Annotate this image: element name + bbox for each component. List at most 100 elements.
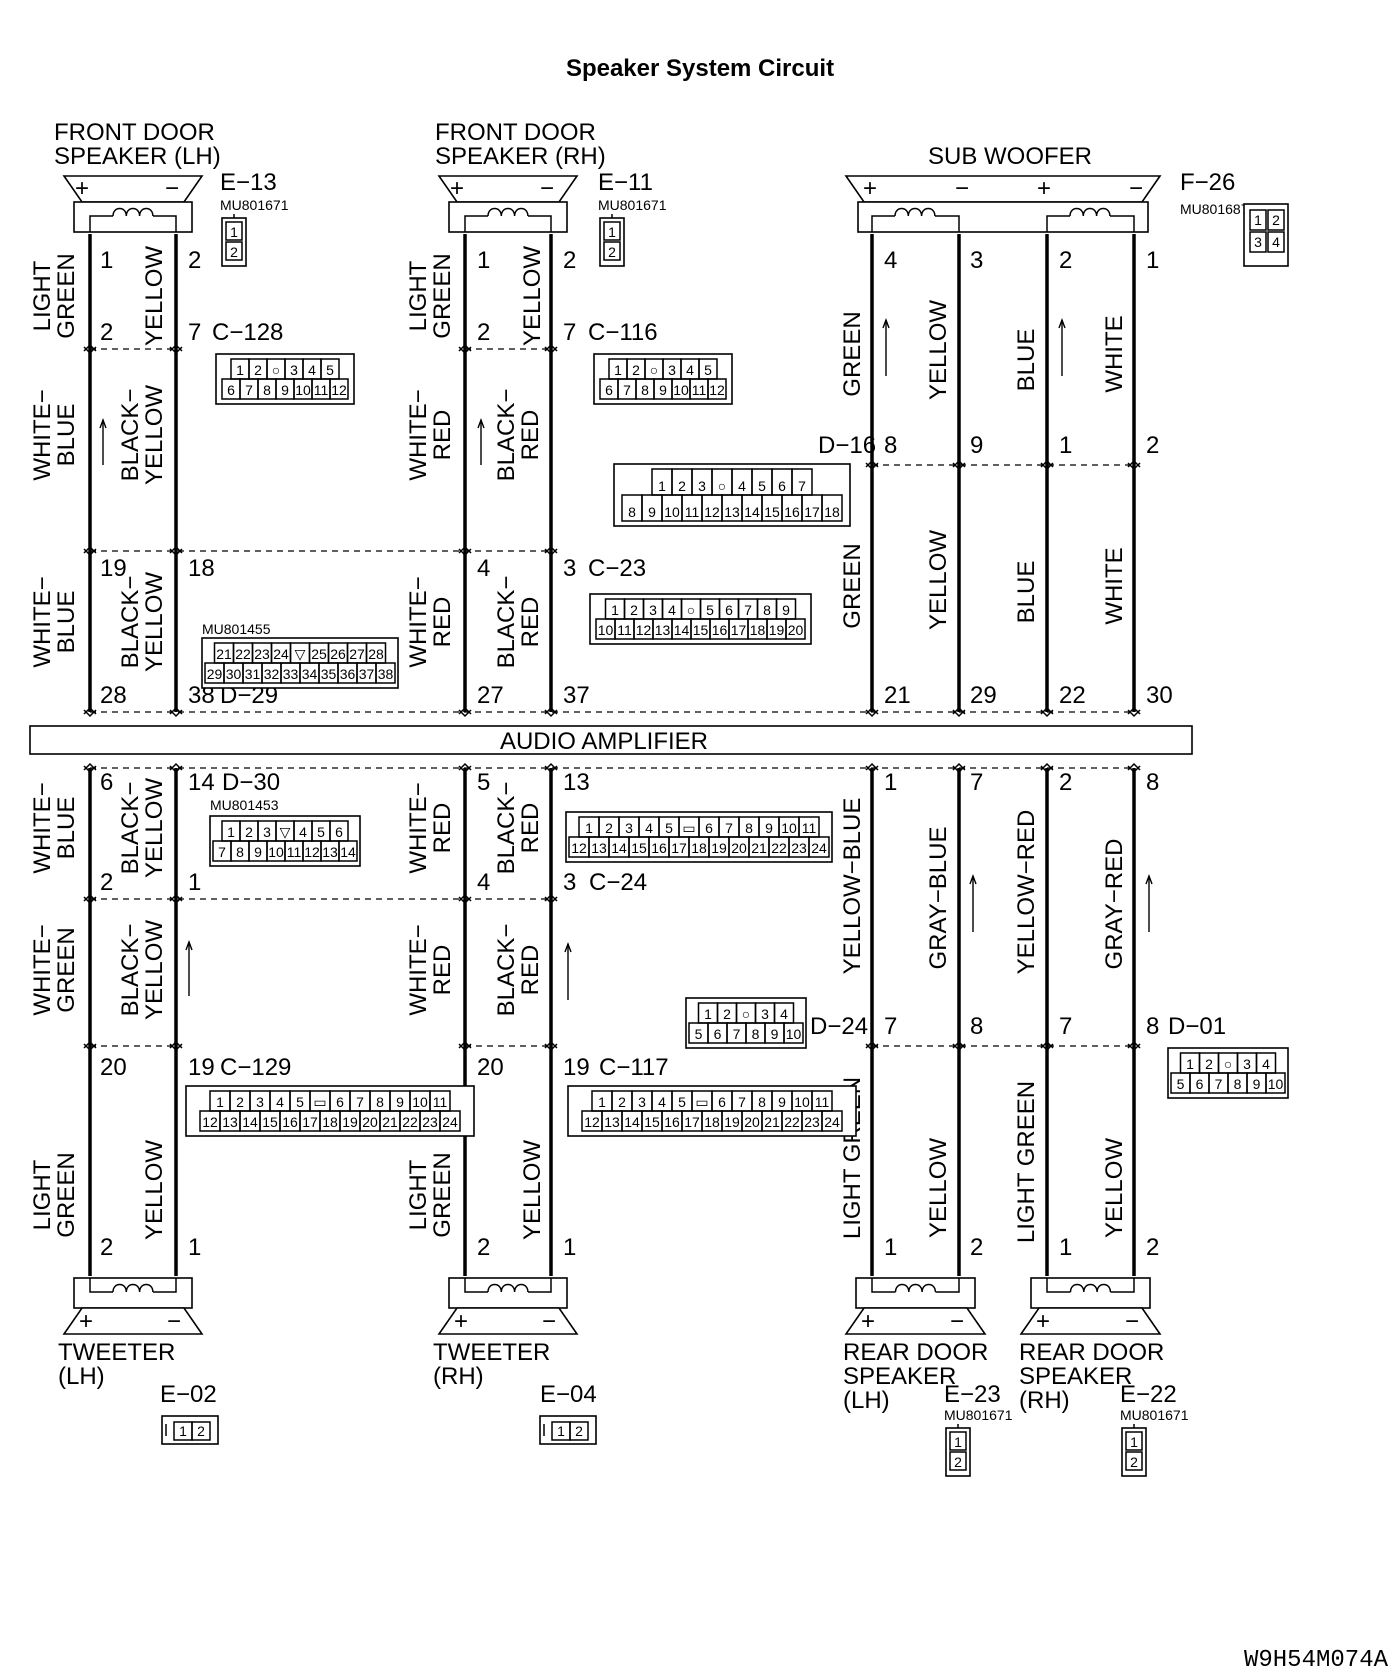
connector-c23-cell-label-1-3: 13 (655, 622, 671, 638)
connector-c117-cell-label-1-5: 17 (684, 1114, 700, 1130)
tweeter-rh-body (448, 1277, 568, 1309)
front-lh-speaker-lead-b (153, 215, 177, 232)
rh-bottom-pin-0: 5 (477, 769, 490, 796)
connector-c24-cell-label-0-7: 7 (725, 820, 733, 836)
lh-bottom-pin-3: 1 (188, 869, 201, 896)
connector-c117-cell-label-0-2: 3 (638, 1094, 646, 1110)
connector-c117-cell-label-1-3: 15 (644, 1114, 660, 1130)
lh-bottom-pin-0: 6 (100, 769, 113, 796)
wire-label-lh-top-0-0: LIGHT (29, 260, 56, 331)
connector-c23-cell-label-1-2: 12 (636, 622, 652, 638)
sub-top-pin-8: 21 (884, 682, 911, 709)
connector-d29-part-number: MU801455 (202, 621, 271, 637)
connector-d24-cell-label-1-5: 10 (786, 1026, 802, 1042)
rear-bottom-pin-3: 8 (1146, 769, 1159, 796)
lh-top-pin-4: 19 (100, 555, 127, 582)
sub-woofer-minus-sign-3: − (1129, 175, 1143, 202)
rear-bottom-pin-9: 2 (970, 1234, 983, 1261)
connector-e23-cell-1 (949, 1451, 967, 1471)
connector-d29-cell-label-0-5: 25 (311, 646, 327, 662)
connector-e04-cell-1 (569, 1421, 589, 1441)
wire-mark-down-1-0 (458, 346, 472, 355)
connector-d29-cell-1-9 (375, 662, 396, 684)
wire-mark-down-5-1 (169, 765, 183, 774)
wire-label-rh-top-2-1: RED (429, 410, 456, 461)
connector-c117-cell-label-1-2: 14 (624, 1114, 640, 1130)
connector-d01-cell-label-1-1: 6 (1196, 1076, 1204, 1092)
connector-c116-cell-label-1-3: 9 (659, 382, 667, 398)
connector-d29-cell-label-0-1: 22 (235, 646, 251, 662)
wire-mark-down-3-0 (865, 462, 879, 471)
connector-c116-cell-label-0-4: 4 (686, 362, 694, 378)
connector-d16-cell-label-0-7: 7 (798, 478, 806, 494)
wire-mark-down-1-1 (544, 346, 558, 355)
connector-c128-cell-1-6 (329, 378, 349, 400)
connector-c23-cell-1-10 (785, 618, 806, 640)
connector-c24-cell-label-0-10: 10 (781, 820, 797, 836)
lh-top-pin-2: 2 (100, 319, 113, 346)
connector-f26-part-number: MU801687 (1180, 201, 1249, 217)
connector-e22-cell-1 (1125, 1451, 1143, 1471)
connector-e23-part-number: MU801671 (944, 1407, 1013, 1423)
front-lh-speaker-label-line-0: FRONT DOOR (54, 119, 215, 146)
connector-c117-cell-label-1-12: 24 (824, 1114, 840, 1130)
connector-f26-cell-label-1: 2 (1272, 212, 1280, 228)
connector-d24-cell-label-1-3: 8 (752, 1026, 760, 1042)
connector-e02-cell-label-0: 1 (179, 1423, 187, 1439)
connector-c116-cell-label-0-1: 2 (632, 362, 640, 378)
current-arrow-sub-2-head (1058, 318, 1066, 329)
wire-label-sub-3-0: WHITE (1101, 315, 1128, 392)
sub-top-pin-9: 29 (970, 682, 997, 709)
front-lh-speaker-lead-a (89, 215, 113, 232)
connector-d16-cell-label-1-9: 17 (804, 504, 820, 520)
lh-top-pin-0: 1 (100, 247, 113, 274)
connector-c129-cell-label-0-6: 6 (336, 1094, 344, 1110)
wire-mark-down-4-3 (544, 709, 558, 718)
wire-mark-down-5-3 (544, 765, 558, 774)
connector-c129-cell-label-1-5: 17 (302, 1114, 318, 1130)
connector-d16-cell-label-0-2: 3 (698, 478, 706, 494)
connector-c116-cell-label-1-4: 10 (673, 382, 689, 398)
connector-f26-cell-2 (1249, 231, 1267, 253)
sub-woofer-lead-c (1046, 215, 1070, 232)
connector-d16-cell-label-0-4: 4 (738, 478, 746, 494)
lh-top-pin-1: 2 (188, 247, 201, 274)
connector-d16-cell-label-1-2: 10 (664, 504, 680, 520)
connector-e22-cell-label-0: 1 (1130, 1434, 1138, 1450)
connector-d24-name: D−24 (810, 1013, 868, 1040)
wire-mark-down-6-2 (458, 896, 472, 905)
wire-label-lh-bottom-4-0: LIGHT (29, 1159, 56, 1230)
connector-d30-cell-label-1-1: 8 (236, 844, 244, 860)
front-rh-speaker-plus-sign: + (450, 175, 464, 202)
connector-c129-cell-label-1-10: 22 (402, 1114, 418, 1130)
connector-c24-cell-label-1-1: 13 (591, 840, 607, 856)
connector-d29-cell-label-1-3: 32 (264, 666, 280, 682)
connector-c116-cell-label-0-5: 5 (704, 362, 712, 378)
connector-c117-cell-label-0-6: 6 (718, 1094, 726, 1110)
connector-c23-cell-label-1-8: 18 (750, 622, 766, 638)
connector-c116-cell-label-0-0: 1 (614, 362, 622, 378)
connector-c116-cell-label-0-3: 3 (668, 362, 676, 378)
rh-bottom-pin-1: 13 (563, 769, 590, 796)
tweeter-rh-lead-a (464, 1278, 488, 1293)
rh-bottom-pin-7: 1 (563, 1234, 576, 1261)
connector-d24-cell-label-1-0: 5 (695, 1026, 703, 1042)
connector-d24-cell-label-0-0: 1 (704, 1006, 712, 1022)
connector-e13-cell-0 (225, 221, 243, 241)
connector-c24-cell-label-1-2: 14 (611, 840, 627, 856)
connector-d29-cell-label-1-8: 37 (359, 666, 375, 682)
connector-c116-cell-label-1-6: 12 (709, 382, 725, 398)
wire-mark-down-4-0 (83, 709, 97, 718)
connector-d24-cell-label-1-2: 7 (733, 1026, 741, 1042)
connector-d29-cell-label-1-1: 30 (226, 666, 242, 682)
tweeter-rh-plus-sign: + (454, 1308, 468, 1335)
connector-e04-cell-label-1: 2 (575, 1423, 583, 1439)
wire-label-lh-bottom-0-1: BLUE (53, 797, 80, 860)
connector-c129-cell-label-1-3: 15 (262, 1114, 278, 1130)
connector-c128-cell-label-1-1: 7 (245, 382, 253, 398)
connector-c117-cell-label-1-0: 12 (584, 1114, 600, 1130)
sub-woofer-coil-2-coil-symbol (1069, 207, 1111, 217)
connector-c23-cell-label-1-4: 14 (674, 622, 690, 638)
wire-label-lh-top-5-1: YELLOW (141, 572, 168, 672)
connector-c129-cell-label-0-1: 2 (236, 1094, 244, 1110)
